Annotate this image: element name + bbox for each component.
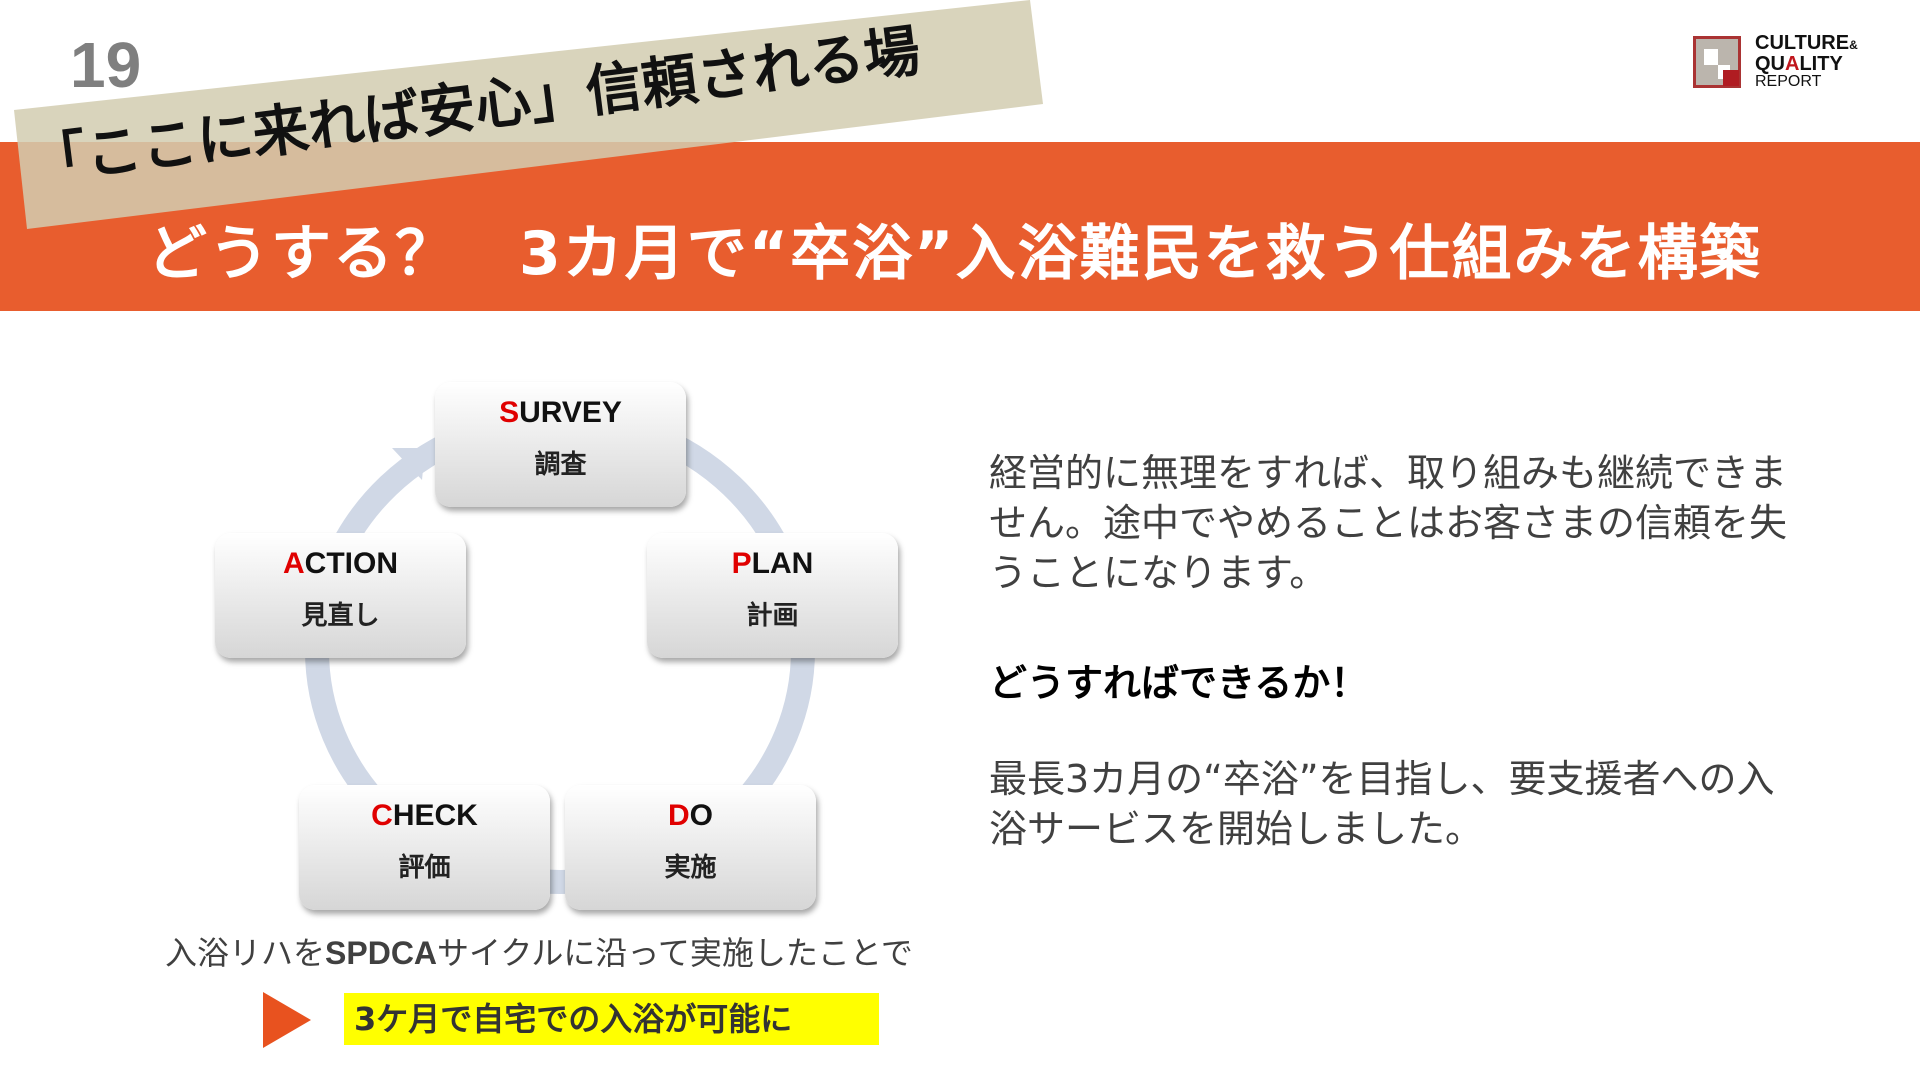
cycle-caption: 入浴リハをSPDCAサイクルに沿って実施したことで <box>165 934 913 972</box>
page-number: 19 <box>70 29 142 101</box>
cycle-step-action: ACTION 見直し <box>215 533 466 658</box>
banner-shape <box>14 0 1043 229</box>
body-paragraph-1: 経営的に無理をすれば、取り組みも継続できま せん。途中でやめることはお客さまの信… <box>989 451 1788 595</box>
company-logo: CULTURE& QUALITY REPORT <box>1693 32 1873 94</box>
body-paragraph-2: 最長3カ月の“卒浴”を目指し、要支援者への入 浴サービスを開始しました。 <box>989 757 1775 851</box>
title-banner <box>14 0 1043 229</box>
cycle-step-do: DO 実施 <box>565 785 816 910</box>
logo-mark-icon <box>1693 36 1741 88</box>
play-arrow-icon <box>263 992 311 1048</box>
cycle-step-plan: PLAN 計画 <box>647 533 898 658</box>
cycle-step-check: CHECK 評価 <box>299 785 550 910</box>
cycle-arrowhead-icon <box>392 448 425 480</box>
header-subtitle: どうする？ 3カ月で“卒浴”入浴難民を救う仕組みを構築 <box>147 219 1762 289</box>
cycle-step-survey: SURVEY 調査 <box>435 382 686 507</box>
body-question: どうすればできるか！ <box>989 661 1369 705</box>
logo-red-square <box>1723 70 1739 86</box>
logo-text: CULTURE& QUALITY REPORT <box>1755 32 1858 90</box>
result-highlight: 3ケ月で自宅での入浴が可能に <box>344 993 879 1045</box>
